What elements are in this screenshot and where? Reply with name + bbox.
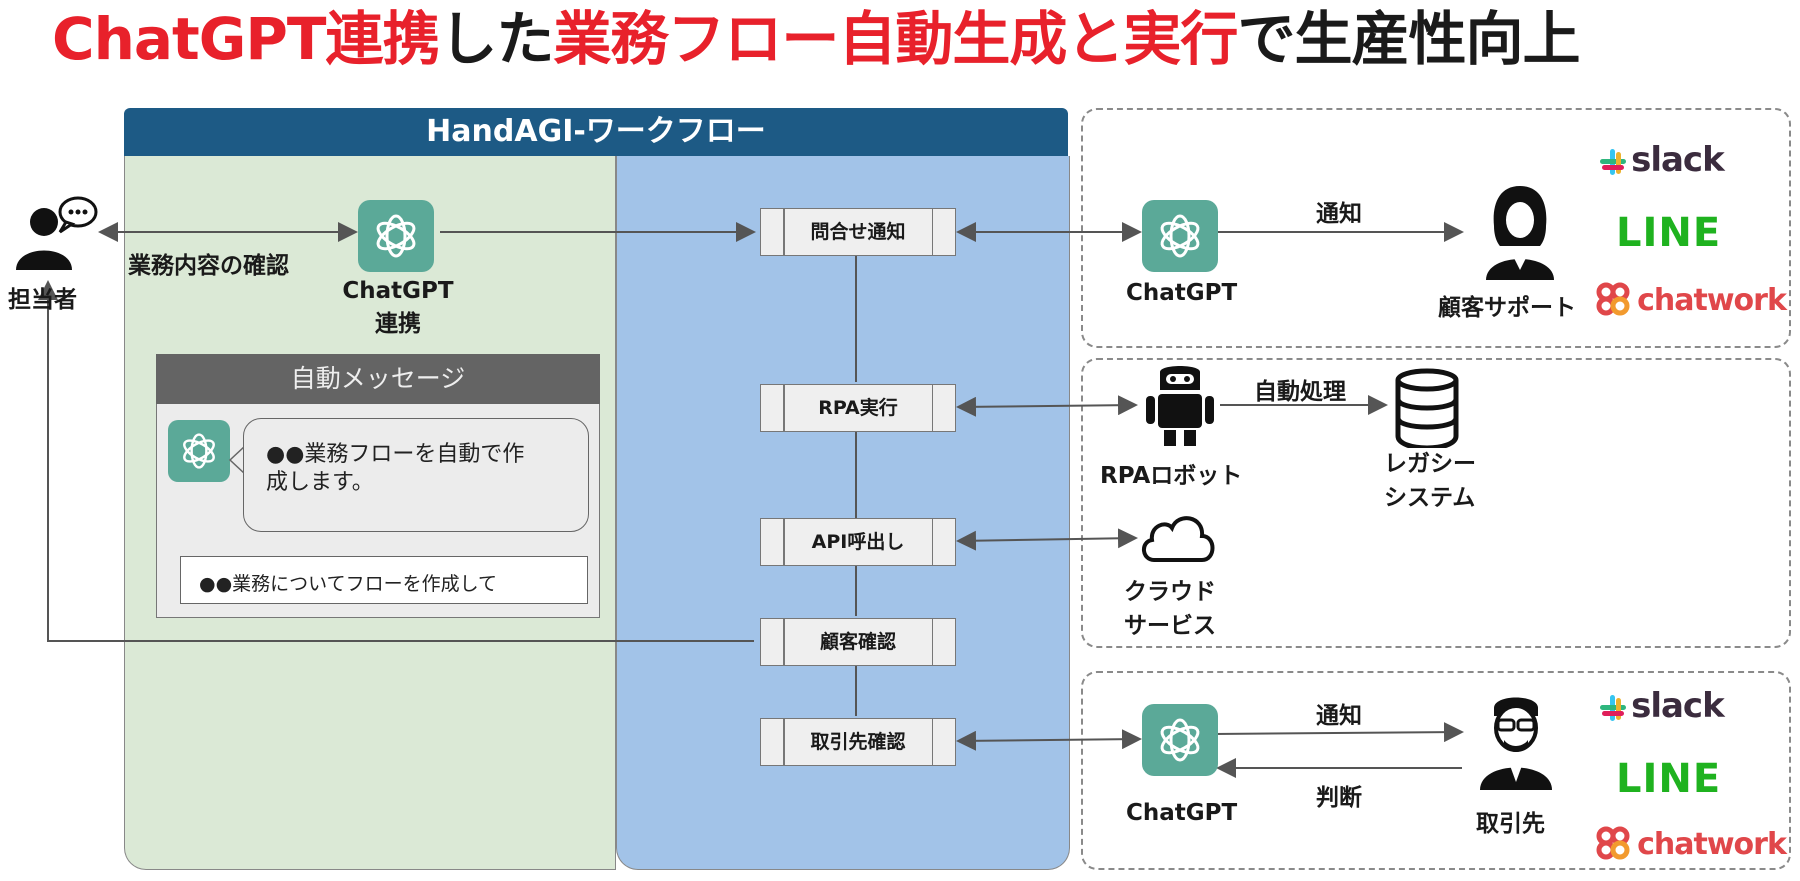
man-with-glasses-icon — [1474, 690, 1558, 794]
person-label: 担当者 — [8, 287, 77, 313]
auto-message-header: 自動メッセージ — [156, 354, 600, 404]
notify-label: 通知 — [1316, 703, 1362, 729]
process-label: 自動処理 — [1254, 379, 1346, 405]
chatwork-text: chatwork — [1637, 283, 1787, 318]
title-part: 業務フロー自動生成と実行 — [553, 5, 1238, 73]
robot-label: RPAロボット — [1100, 463, 1243, 489]
step-inquiry-notify[interactable]: 問合せ通知 — [760, 208, 956, 256]
person-speech-icon — [10, 196, 100, 280]
partner-group — [1081, 671, 1791, 870]
judge-label: 判断 — [1316, 785, 1362, 811]
woman-icon — [1480, 180, 1560, 284]
chatgpt-label-line: 連携 — [375, 311, 421, 337]
step-customer-check[interactable]: 顧客確認 — [760, 618, 956, 666]
message-input[interactable]: ●●業務についてフローを作成して — [180, 556, 588, 604]
slack-text: slack — [1631, 686, 1725, 726]
cloud-label-line: クラウド — [1124, 579, 1216, 605]
cloud-service-label: クラウド サービス — [1124, 572, 1216, 640]
line-logo: LINE — [1616, 756, 1722, 802]
cloud-label-line: サービス — [1124, 613, 1216, 639]
chatgpt-icon[interactable] — [358, 200, 434, 272]
robot-icon — [1142, 362, 1218, 452]
chat-bubble: ●●業務フローを自動で作 成します。 — [243, 418, 589, 532]
chatgpt-label-line: ChatGPT — [342, 278, 454, 304]
chatwork-logo: chatwork — [1594, 272, 1787, 318]
page-title: ChatGPT連携した業務フロー自動生成と実行で生産性向上 — [52, 0, 1580, 78]
legacy-label-line: システム — [1384, 485, 1476, 511]
partner-label: 取引先 — [1476, 811, 1545, 837]
chatwork-logo: chatwork — [1594, 816, 1787, 862]
chatgpt-label: ChatGPT — [1126, 800, 1238, 826]
bubble-text: ●●業務フローを自動で作 — [266, 442, 525, 467]
chatgpt-icon[interactable] — [1142, 704, 1218, 776]
title-part: した — [439, 5, 554, 73]
bubble-text: 成します。 — [266, 470, 374, 495]
notify-label: 通知 — [1316, 201, 1362, 227]
slack-logo: slack — [1600, 140, 1725, 180]
slack-logo: slack — [1600, 686, 1725, 726]
chatwork-text: chatwork — [1637, 827, 1787, 862]
title-part: で生産性向上 — [1237, 5, 1580, 73]
legacy-label-line: レガシー — [1384, 451, 1476, 477]
chatgpt-label: ChatGPT — [1126, 280, 1238, 306]
line-logo: LINE — [1616, 210, 1722, 256]
database-icon — [1394, 368, 1460, 452]
cloud-icon — [1138, 508, 1218, 572]
chatgpt-label: ChatGPT 連携 — [340, 278, 456, 338]
step-partner-check[interactable]: 取引先確認 — [760, 718, 956, 766]
bubble-tail — [228, 446, 246, 475]
systems-group — [1081, 358, 1791, 648]
slack-text: slack — [1631, 140, 1725, 180]
check-label: 業務内容の確認 — [128, 253, 289, 279]
step-api-call[interactable]: API呼出し — [760, 518, 956, 566]
step-rpa-run[interactable]: RPA実行 — [760, 384, 956, 432]
chatgpt-icon[interactable] — [1142, 200, 1218, 272]
title-part: ChatGPT連携 — [52, 5, 440, 73]
workflow-header: HandAGI-ワークフロー — [124, 108, 1068, 156]
legacy-system-label: レガシー システム — [1384, 444, 1476, 512]
customer-support-label: 顧客サポート — [1438, 295, 1576, 321]
chatgpt-icon — [168, 420, 230, 482]
